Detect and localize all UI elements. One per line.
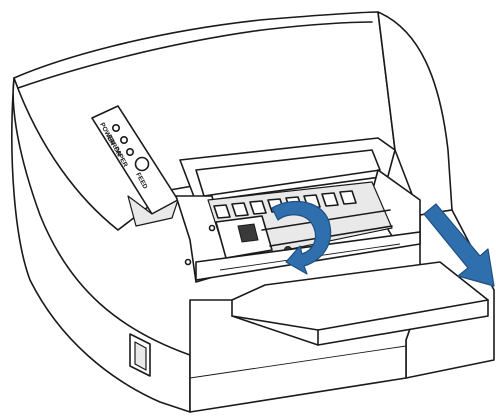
feed-button[interactable]	[134, 156, 150, 172]
error-indicator	[120, 136, 129, 145]
control-panel-lower	[127, 195, 179, 227]
printer-body	[11, 11, 495, 413]
curved-rotate-arrow-icon	[271, 201, 332, 275]
printer-top-cover	[13, 11, 396, 231]
paper-indicator	[126, 148, 135, 157]
side-screw-right	[208, 224, 216, 232]
top-cover-edge	[17, 21, 373, 89]
base-seam	[189, 345, 407, 379]
printer-right-cover	[377, 11, 453, 216]
side-screw-left	[184, 258, 192, 266]
printer-left-side	[11, 77, 191, 413]
power-switch[interactable]	[129, 333, 151, 377]
diagonal-pull-arrow-icon	[423, 203, 495, 287]
rear-cover-inner	[195, 149, 381, 197]
paper-compartment	[175, 137, 421, 283]
front-tray	[231, 261, 489, 346]
power-indicator	[112, 124, 121, 133]
cutter-slot	[237, 223, 259, 243]
